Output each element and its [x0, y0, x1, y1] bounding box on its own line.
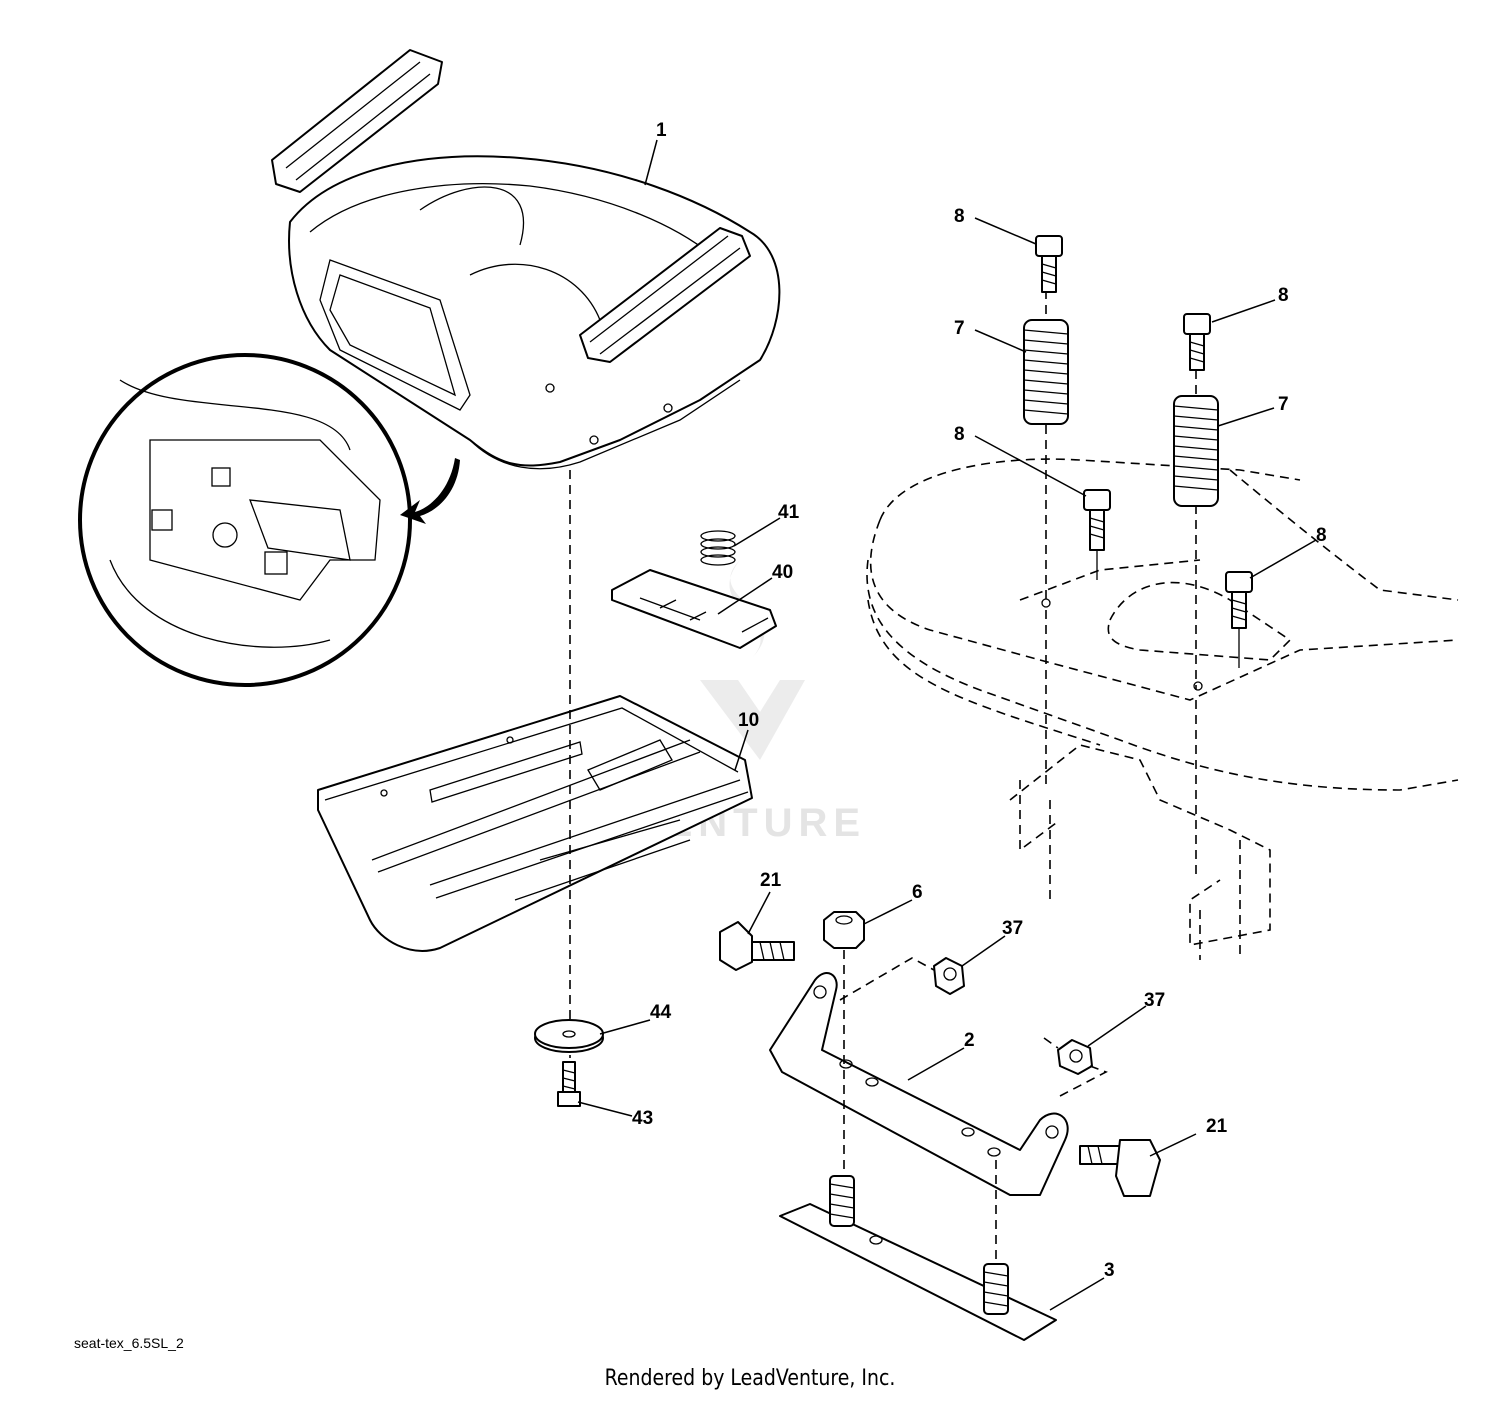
- drawing-id: seat-tex_6.5SL_2: [74, 1335, 184, 1351]
- bracket-part-2: [769, 972, 1069, 1196]
- callout-7a: 7: [954, 318, 965, 339]
- seat-pan-part-10: [317, 695, 753, 952]
- bolt-part-21b: [1079, 1139, 1161, 1197]
- washer-part-44: [534, 1019, 604, 1053]
- spring-part-41: [700, 530, 736, 566]
- callout-6: 6: [912, 882, 923, 903]
- callout-labels: 1 8 7 8 7 8 8 41 40 10 21 6 37 37 44 2 2…: [632, 120, 1327, 1281]
- nut-part-37a: [933, 957, 965, 995]
- callout-44: 44: [650, 1002, 672, 1023]
- callout-40: 40: [772, 562, 793, 583]
- callout-37a: 37: [1002, 918, 1023, 939]
- callout-43: 43: [632, 1108, 653, 1129]
- bolt-part-8a: [1035, 235, 1063, 293]
- callout-8b: 8: [1278, 285, 1289, 306]
- nut-part-37b: [1057, 1039, 1093, 1075]
- callout-21b: 21: [1206, 1116, 1228, 1137]
- detail-view: [78, 353, 460, 687]
- callout-2: 2: [964, 1030, 975, 1051]
- nut-part-6: [823, 911, 865, 949]
- callout-41: 41: [778, 502, 800, 523]
- spring-part-7b: [1173, 395, 1219, 507]
- latch-part-40: [611, 569, 777, 649]
- callout-10: 10: [738, 710, 759, 731]
- callout-8a: 8: [954, 206, 965, 227]
- callout-37b: 37: [1144, 990, 1165, 1011]
- bolt-part-43: [557, 1061, 581, 1107]
- spring-part-7a: [1023, 319, 1069, 425]
- seat-part: [271, 49, 781, 470]
- callout-7b: 7: [1278, 394, 1289, 415]
- mower-frame: [866, 458, 1459, 960]
- bolt-part-8b: [1183, 313, 1211, 371]
- callout-3: 3: [1104, 1260, 1115, 1281]
- callout-8d: 8: [1316, 525, 1327, 546]
- callout-8c: 8: [954, 424, 965, 445]
- bolt-part-8c: [1083, 489, 1111, 580]
- callout-1: 1: [656, 120, 667, 141]
- plate-part-3: [779, 1175, 1057, 1341]
- bolt-part-21a: [719, 921, 795, 971]
- credit-line: Rendered by LeadVenture, Inc.: [604, 1366, 896, 1391]
- callout-21a: 21: [760, 870, 782, 891]
- bolt-part-8d: [1225, 571, 1253, 668]
